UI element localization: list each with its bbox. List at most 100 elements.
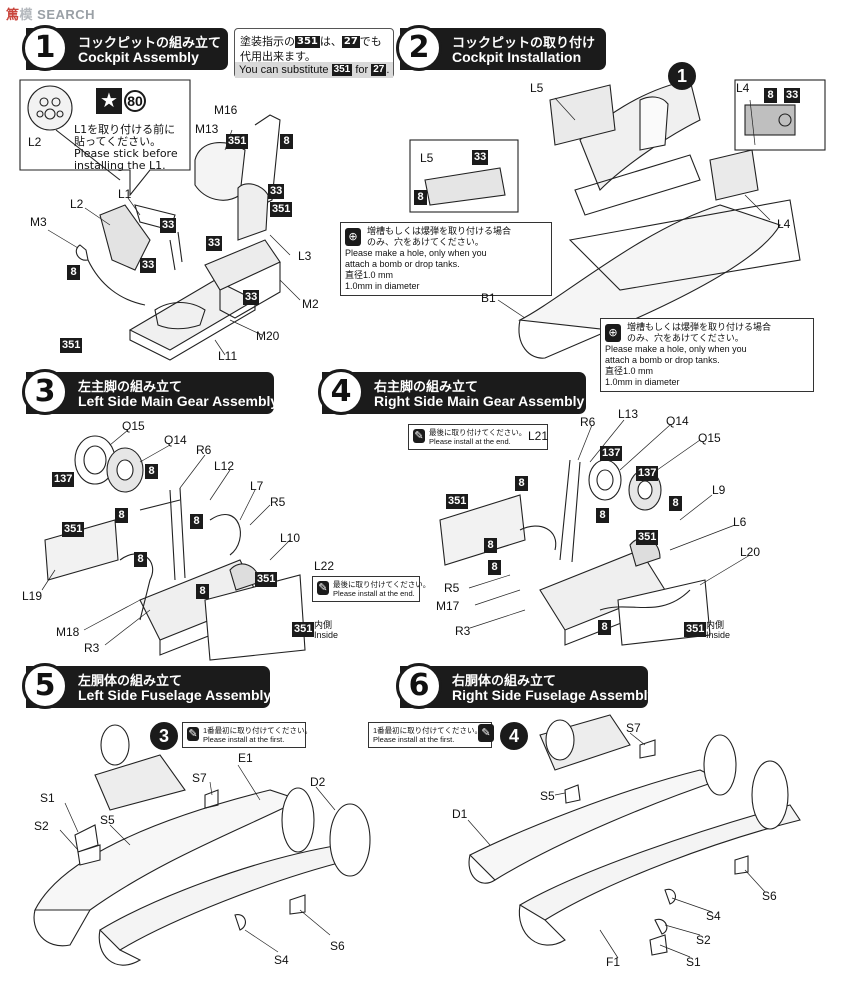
color-code: 351 (636, 530, 659, 545)
part-label: L2 (70, 197, 84, 211)
part-label: L12 (214, 459, 235, 473)
part-label: L6 (733, 515, 747, 529)
part-label: S7 (192, 771, 207, 785)
part-label: S5 (540, 789, 555, 803)
part-label: S5 (100, 813, 115, 827)
glue-tube-icon: ✎ (187, 727, 199, 741)
part-label: L9 (712, 483, 726, 497)
part-label: R6 (580, 415, 596, 429)
part-label: S2 (696, 933, 711, 947)
step-6-right-fuselage-drawing (468, 714, 801, 956)
part-label: L7 (250, 479, 264, 493)
drill-hole-icon: ⊕ (605, 324, 621, 342)
color-code: 8 (488, 560, 501, 575)
part-label: L19 (22, 589, 43, 603)
part-label: R5 (270, 495, 286, 509)
color-code: 8 (134, 552, 147, 567)
glue-tube-icon: ✎ (413, 429, 425, 443)
color-code: 351 (270, 202, 293, 217)
part-label: S4 (274, 953, 289, 967)
color-code: 33 (160, 218, 177, 233)
color-code: 8 (598, 620, 611, 635)
step-4-right-gear-drawing (439, 459, 711, 646)
part-label: S7 (626, 721, 641, 735)
color-code: 351 (292, 622, 315, 637)
part-label: L5 (530, 81, 544, 95)
part-label: L4 (777, 217, 791, 231)
color-code: 33 (268, 184, 285, 199)
color-code: 351 (60, 338, 83, 353)
part-label: E1 (238, 751, 253, 765)
part-label: M17 (436, 599, 460, 613)
part-label: B1 (481, 291, 496, 305)
glue-tube-icon: ✎ (317, 581, 329, 595)
color-code: 351 (255, 572, 278, 587)
install-at-end-note-1: ✎ 最後に取り付けてください。Please install at the end… (312, 576, 430, 602)
part-label: F1 (606, 955, 621, 969)
step-1-cockpit-drawing (19, 79, 281, 361)
part-label: L11 (218, 349, 238, 363)
part-label: S1 (40, 791, 55, 805)
part-label: M13 (195, 122, 219, 136)
part-label: D2 (310, 775, 326, 789)
color-code: 351 (226, 134, 249, 149)
color-code: 351 (684, 622, 707, 637)
part-label: L13 (618, 407, 639, 421)
part-label: L21 (528, 429, 549, 443)
color-code: 351 (446, 494, 469, 509)
part-label: M18 (56, 625, 80, 639)
glue-tube-icon: ✎ (478, 724, 494, 742)
part-label: Q14 (666, 414, 689, 428)
color-code: 8 (596, 508, 609, 523)
part-label: L20 (740, 545, 761, 559)
drill-hole-icon: ⊕ (345, 228, 361, 246)
color-code: 8 (196, 584, 209, 599)
color-code: 8 (280, 134, 293, 149)
color-code: 137 (52, 472, 75, 487)
part-label: M2 (302, 297, 319, 311)
drill-hole-note-1: ⊕ 増槽もしくは爆弾を取り付ける場合のみ、穴をあけてください。Please ma… (340, 222, 552, 296)
install-at-first-note-1: ✎ 1番最初に取り付けてください。Please install at the f… (182, 722, 312, 748)
part-label: L22 (314, 559, 335, 573)
part-label: L2 (28, 135, 42, 149)
color-code: 351 (62, 522, 85, 537)
color-code: 33 (140, 258, 157, 273)
color-code: 33 (784, 88, 801, 103)
step-3-reference: 3 (150, 722, 178, 750)
color-code: 8 (190, 514, 203, 529)
step-2-cockpit-install-drawing (409, 79, 826, 359)
color-code: 8 (484, 538, 497, 553)
part-label: L10 (280, 531, 301, 545)
part-label: S2 (34, 819, 49, 833)
color-code: 33 (206, 236, 223, 251)
part-label: M16 (214, 103, 238, 117)
install-at-end-note-2: ✎ 最後に取り付けてください。Please install at the end… (408, 424, 548, 450)
step-3-left-gear-drawing (44, 435, 306, 661)
step-4-reference: 4 (500, 722, 528, 750)
color-code: 8 (115, 508, 128, 523)
part-label: L3 (298, 249, 312, 263)
color-code: 8 (414, 190, 427, 205)
part-label: L1 (118, 187, 132, 201)
watermark: 篤模 SEARCH (6, 7, 96, 22)
leader-lines (41, 97, 771, 959)
decal-number: 80 (124, 90, 146, 112)
part-label: S4 (706, 909, 721, 923)
part-label: L4 (736, 81, 750, 95)
color-code: 33 (472, 150, 489, 165)
color-code: 8 (669, 496, 682, 511)
part-label: M20 (256, 329, 280, 343)
color-code: 8 (67, 265, 80, 280)
color-code: 8 (145, 464, 158, 479)
star-decal-icon: ★ (96, 88, 122, 114)
step-1-reference: 1 (668, 62, 696, 90)
part-label: R6 (196, 443, 212, 457)
